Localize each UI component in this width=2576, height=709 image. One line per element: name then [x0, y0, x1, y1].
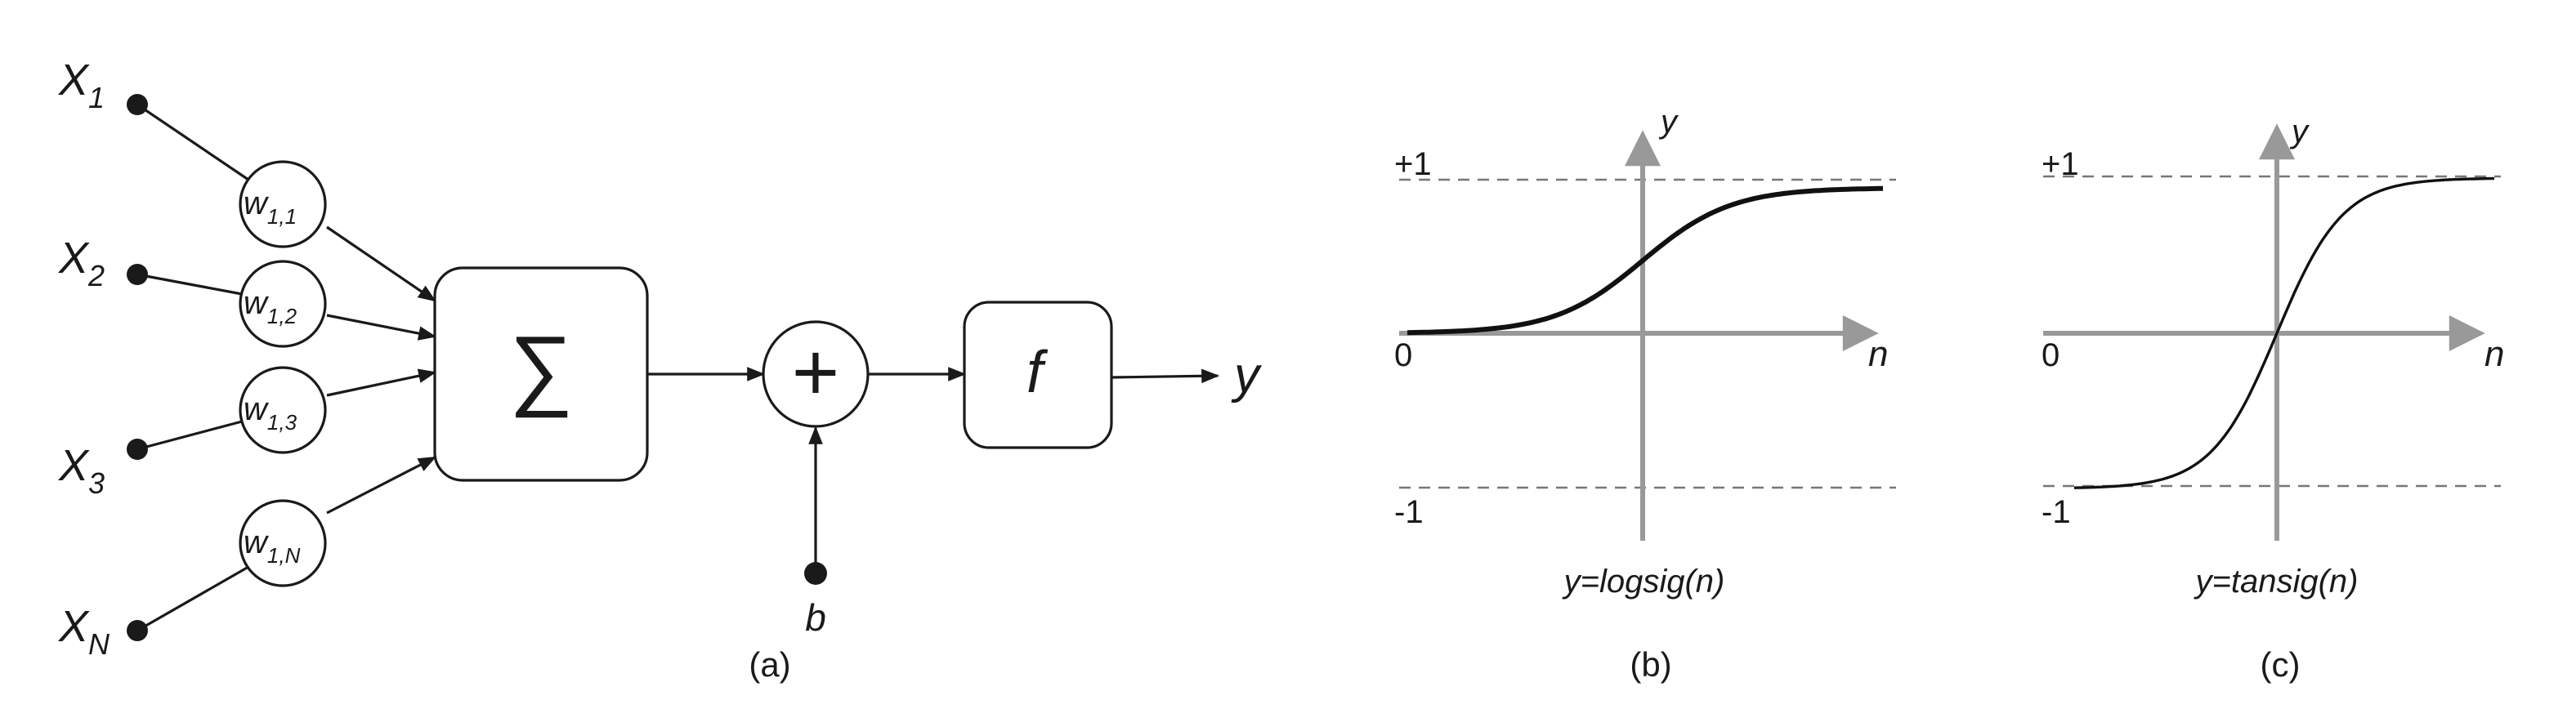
weight-node-3: [239, 366, 327, 454]
tansig-lower-label: -1: [2042, 494, 2071, 530]
weight-label-2: w1,2: [244, 285, 297, 328]
tansig-formula: y=tansig(n): [2194, 564, 2359, 600]
adder-plus-symbol: +: [792, 327, 839, 418]
weight-node-1: [239, 160, 327, 248]
output-arrow: [1111, 368, 1220, 384]
logsig-y-axis-label: y: [1658, 104, 1679, 140]
input-label-x2: X2: [57, 234, 105, 292]
logsig-curve: [1407, 185, 1883, 336]
activation-box: [963, 301, 1113, 449]
input-link-2: [136, 273, 243, 296]
logsig-origin-label: 0: [1394, 337, 1412, 373]
input-link-3: [136, 420, 243, 451]
summation-symbol: ∑: [509, 318, 573, 418]
weight-arrow-3: [326, 368, 437, 397]
weight-arrow-1: [326, 225, 436, 302]
weight-label-1: w1,1: [244, 185, 297, 229]
input-link-n: [136, 565, 249, 632]
weight-label-n: w1,N: [244, 524, 301, 568]
panel-a-neuron: X1 X2 X3 XN w1,1 w1,2 w1,3 w1,N ∑: [57, 56, 1263, 684]
input-link-1: [136, 103, 249, 181]
logsig-formula: y=logsig(n): [1562, 564, 1725, 600]
panel-c-tansig: +1 -1 0 y n y=tansig(n) (c): [2042, 114, 2504, 684]
panel-a-caption: (a): [749, 645, 790, 684]
bias-node: [804, 562, 827, 585]
panel-b-logsig: +1 -1 0 y n y=logsig(n) (b): [1394, 104, 1896, 684]
tansig-curve: [2073, 176, 2495, 489]
weight-label-3: w1,3: [244, 391, 297, 435]
input-label-x3: X3: [57, 441, 105, 500]
weight-node-2: [239, 260, 327, 348]
tansig-y-axis-label: y: [2289, 114, 2310, 149]
panel-c-caption: (c): [2261, 645, 2301, 684]
bias-label: b: [805, 596, 826, 639]
tansig-upper-label: +1: [2042, 146, 2079, 182]
weight-arrow-2: [326, 314, 437, 341]
input-label-x1: X1: [57, 56, 105, 114]
logsig-upper-label: +1: [1394, 146, 1432, 182]
tansig-x-axis-label: n: [2484, 334, 2504, 374]
output-label: y: [1231, 347, 1263, 404]
logsig-lower-label: -1: [1394, 494, 1424, 530]
logsig-x-axis-label: n: [1868, 334, 1888, 374]
tansig-origin-label: 0: [2042, 337, 2059, 373]
panel-b-caption: (b): [1630, 645, 1671, 684]
input-label-xn: XN: [57, 602, 110, 661]
weight-arrow-n: [326, 456, 436, 515]
weight-node-n: [239, 499, 327, 587]
